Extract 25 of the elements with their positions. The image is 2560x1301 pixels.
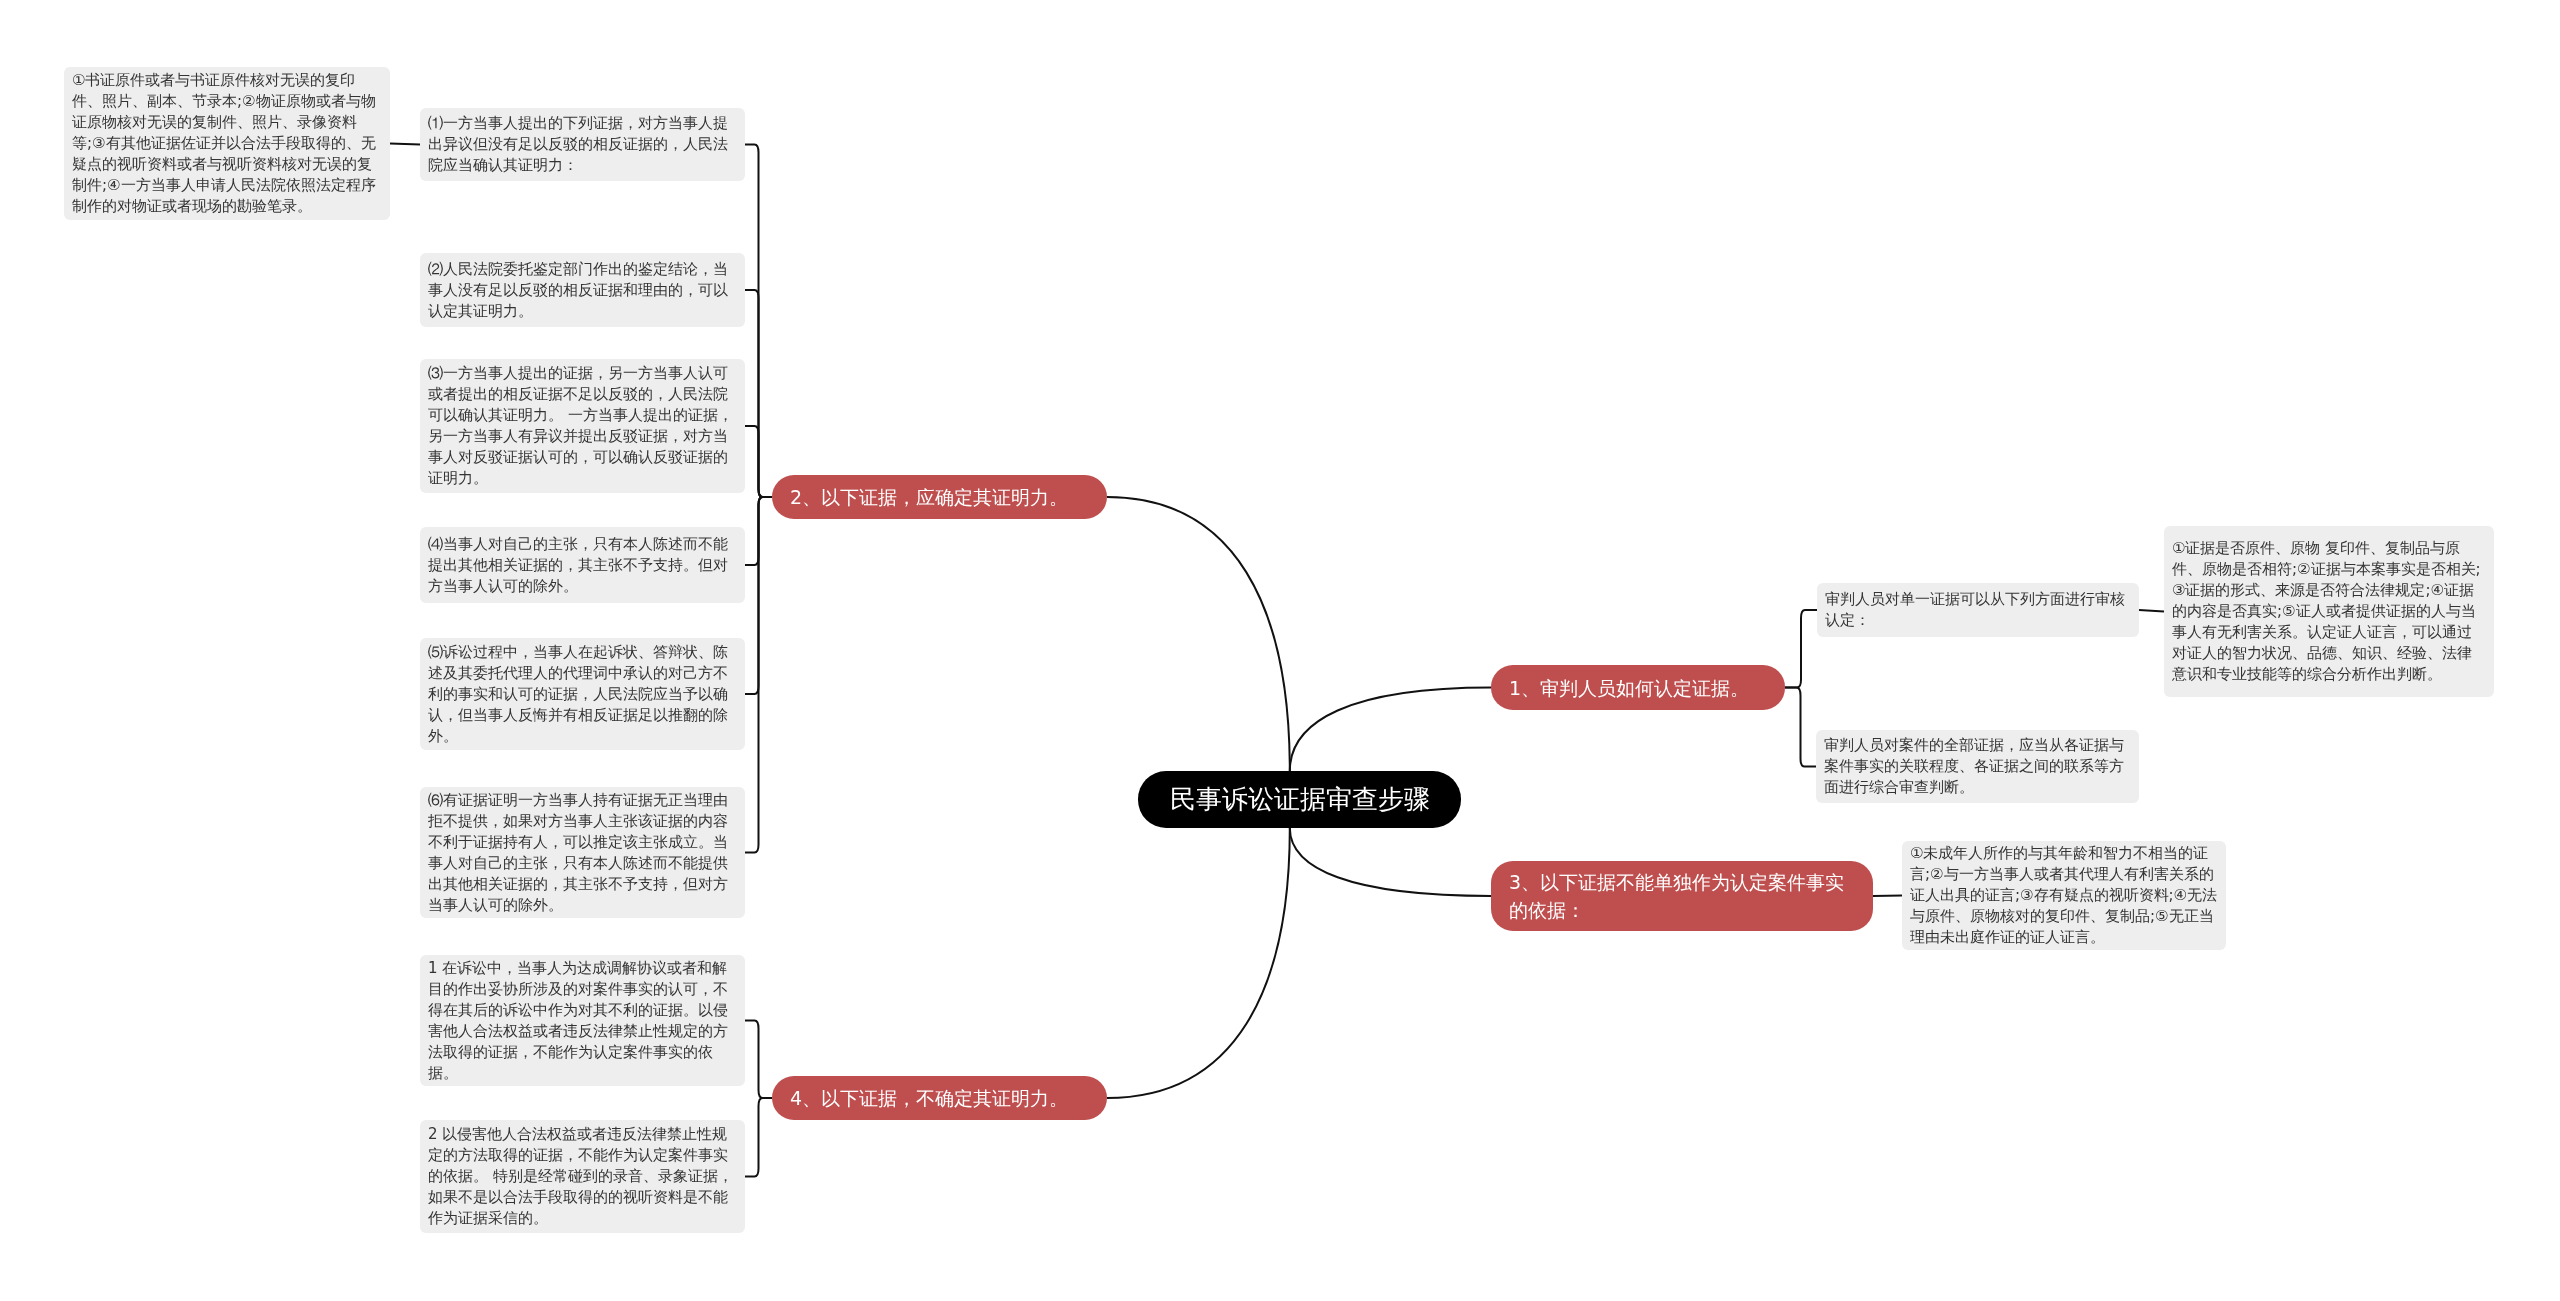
note-box: 2 以侵害他人合法权益或者违反法律禁止性规定的方法取得的证据，不能作为认定案件事实的依据。 特别是经常碰到的录音、录象证据，如果不是以合法手段取得的的视听资料是不能作为证据采信的。 <box>420 1120 745 1233</box>
connector-line <box>1106 496 1291 772</box>
note-box: ⑶一方当事人提出的证据，另一方当事人认可或者提出的相反证据不足以反驳的，人民法院可以确认其证明力。 一方当事人提出的证据，另一方当事人有异议并提出反驳证据，对方当事人对反驳证据认可的，可以确认反驳证据的证明力。 <box>420 359 745 493</box>
connector-line <box>2138 609 2165 613</box>
connector-line <box>389 142 421 146</box>
note-box: ⑴一方当事人提出的下列证据，对方当事人提出异议但没有足以反驳的相反证据的，人民法院应当确认其证明力： <box>420 108 745 181</box>
central-topic-box: 民事诉讼证据审查步骤 <box>1138 771 1461 828</box>
connector-line <box>1872 894 1903 897</box>
note-box: ①书证原件或者与书证原件核对无误的复印件、照片、副本、节录本;②物证原物或者与物证原物核对无误的复制件、照片、录像资料等;③有其他证据佐证并以合法手段取得的、无疑点的视听资料或者与视听资料核对无误的复制件;④一方当事人申请人民法院依照法定程序制作的对物证或者现场的勘验笔录。 <box>64 67 390 220</box>
note-box: 1 在诉讼中，当事人为达成调解协议或者和解目的作出妥协所涉及的对案件事实的认可，不得在其后的诉讼中作为对其不利的证据。以侵害他人合法权益或者违反法律禁止性规定的方法取得的证据，不能作为认定案件事实的依据。 <box>420 955 745 1086</box>
note-box: ①证据是否原件、原物 复印件、复制品与原件、原物是否相符;②证据与本案事实是否相关; ③证据的形式、来源是否符合法律规定;④证据的内容是否真实;⑤证人或者提供证据的人与当事人有无利害关系。认定证人证言，可以通过对证人的智力状况、品德、知识、经验、法律意识和专业技能等的综合分析作出判断。 <box>2164 526 2494 697</box>
connector-line <box>744 496 773 854</box>
branch-topic-box: 4、以下证据，不确定其证明力。 <box>772 1076 1107 1120</box>
note-box: ⑷当事人对自己的主张，只有本人陈述而不能提出其他相关证据的，其主张不予支持。但对方当事人认可的除外。 <box>420 527 745 603</box>
branch-topic-box: 3、以下证据不能单独作为认定案件事实的依据： <box>1491 861 1873 931</box>
note-box: 审判人员对案件的全部证据，应当从各证据与案件事实的关联程度、各证据之间的联系等方面进行综合审查判断。 <box>1816 730 2139 803</box>
note-box: ⑵人民法院委托鉴定部门作出的鉴定结论，当事人没有足以反驳的相反证据和理由的，可以认定其证明力。 <box>420 253 745 327</box>
connector-line <box>1784 686 1817 768</box>
connector-line <box>1106 827 1291 1099</box>
branch-topic-box: 2、以下证据，应确定其证明力。 <box>772 475 1107 519</box>
branch-topic-box: 1、审判人员如何认定证据。 <box>1491 665 1785 710</box>
note-box: ⑸诉讼过程中，当事人在起诉状、答辩状、陈述及其委托代理人的代理词中承认的对己方不利的事实和认可的证据，人民法院应当予以确认，但当事人反悔并有相反证据足以推翻的除外。 <box>420 638 745 750</box>
note-box: ①未成年人所作的与其年龄和智力不相当的证言;②与一方当事人或者其代理人有利害关系的证人出具的证言;③存有疑点的视听资料;④无法与原件、原物核对的复印件、复制品;⑤无正当理由未出庭作证的证人证言。 <box>1902 841 2226 950</box>
note-box: 审判人员对单一证据可以从下列方面进行审核认定： <box>1817 583 2139 637</box>
note-box: ⑹有证据证明一方当事人持有证据无正当理由拒不提供，如果对方当事人主张该证据的内容不利于证据持有人，可以推定该主张成立。当事人对自己的主张，只有本人陈述而不能提供出其他相关证据的，其主张不予支持，但对方当事人认可的除外。 <box>420 787 745 918</box>
